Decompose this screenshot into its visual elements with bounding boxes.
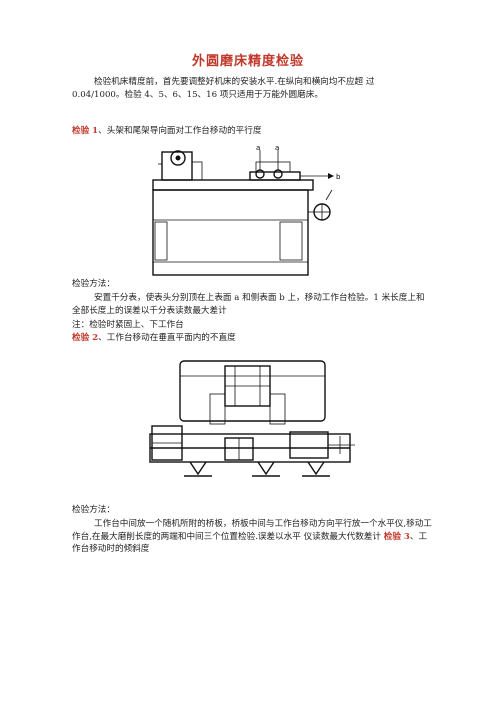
check2-text: 、工作台移动在垂直平面内的不直度 bbox=[98, 333, 236, 343]
check2-figure bbox=[149, 360, 355, 477]
label-a1: a bbox=[256, 144, 260, 152]
label-b: b bbox=[336, 173, 341, 181]
check2-heading: 检验 2、工作台移动在垂直平面内的不直度 bbox=[72, 332, 432, 345]
check2-method-label: 检验方法： bbox=[72, 505, 115, 515]
check2-method-text: 工作台中间放一个随机所附的桥板，桥板中间与工作台移动方向平行放一个水平仪,移动工… bbox=[72, 518, 432, 556]
check1-note: 注：检验时紧固上、下工作台 bbox=[72, 320, 184, 330]
check2-label: 检验 2 bbox=[72, 333, 99, 343]
intro-paragraph: 检验机床精度前，首先要调整好机床的安装水平.在纵向和横向均不应超 过 0.04/… bbox=[72, 77, 375, 100]
tailstock bbox=[289, 431, 329, 459]
check1-text: 、头架和尾架导向面对工作台移动的平行度 bbox=[98, 126, 262, 136]
check3-label: 检验 3 bbox=[383, 531, 410, 542]
check1-heading: 检验 1、头架和尾架导向面对工作台移动的平行度 bbox=[72, 125, 432, 138]
check1-method-text: 安置千分表，使表头分别顶在上表面 a 和侧表面 b 上，移动工作台检验。1 米长… bbox=[72, 293, 425, 316]
check1-label: 检验 1 bbox=[72, 126, 99, 136]
check3-text: 、工作台移动时的倾斜度 bbox=[72, 531, 428, 555]
check1-figure: a a b bbox=[152, 144, 341, 276]
work-table bbox=[152, 179, 314, 191]
machine-frame bbox=[179, 360, 326, 422]
check2-method-body: 工作台中间放一个随机所附的桥板，桥板中间与工作台移动方向平行放一个水平仪,移动工… bbox=[72, 519, 432, 542]
page-title: 外圆磨床精度检验 bbox=[191, 54, 304, 69]
label-a2: a bbox=[275, 144, 279, 152]
check1-method-label: 检验方法： bbox=[72, 279, 115, 289]
